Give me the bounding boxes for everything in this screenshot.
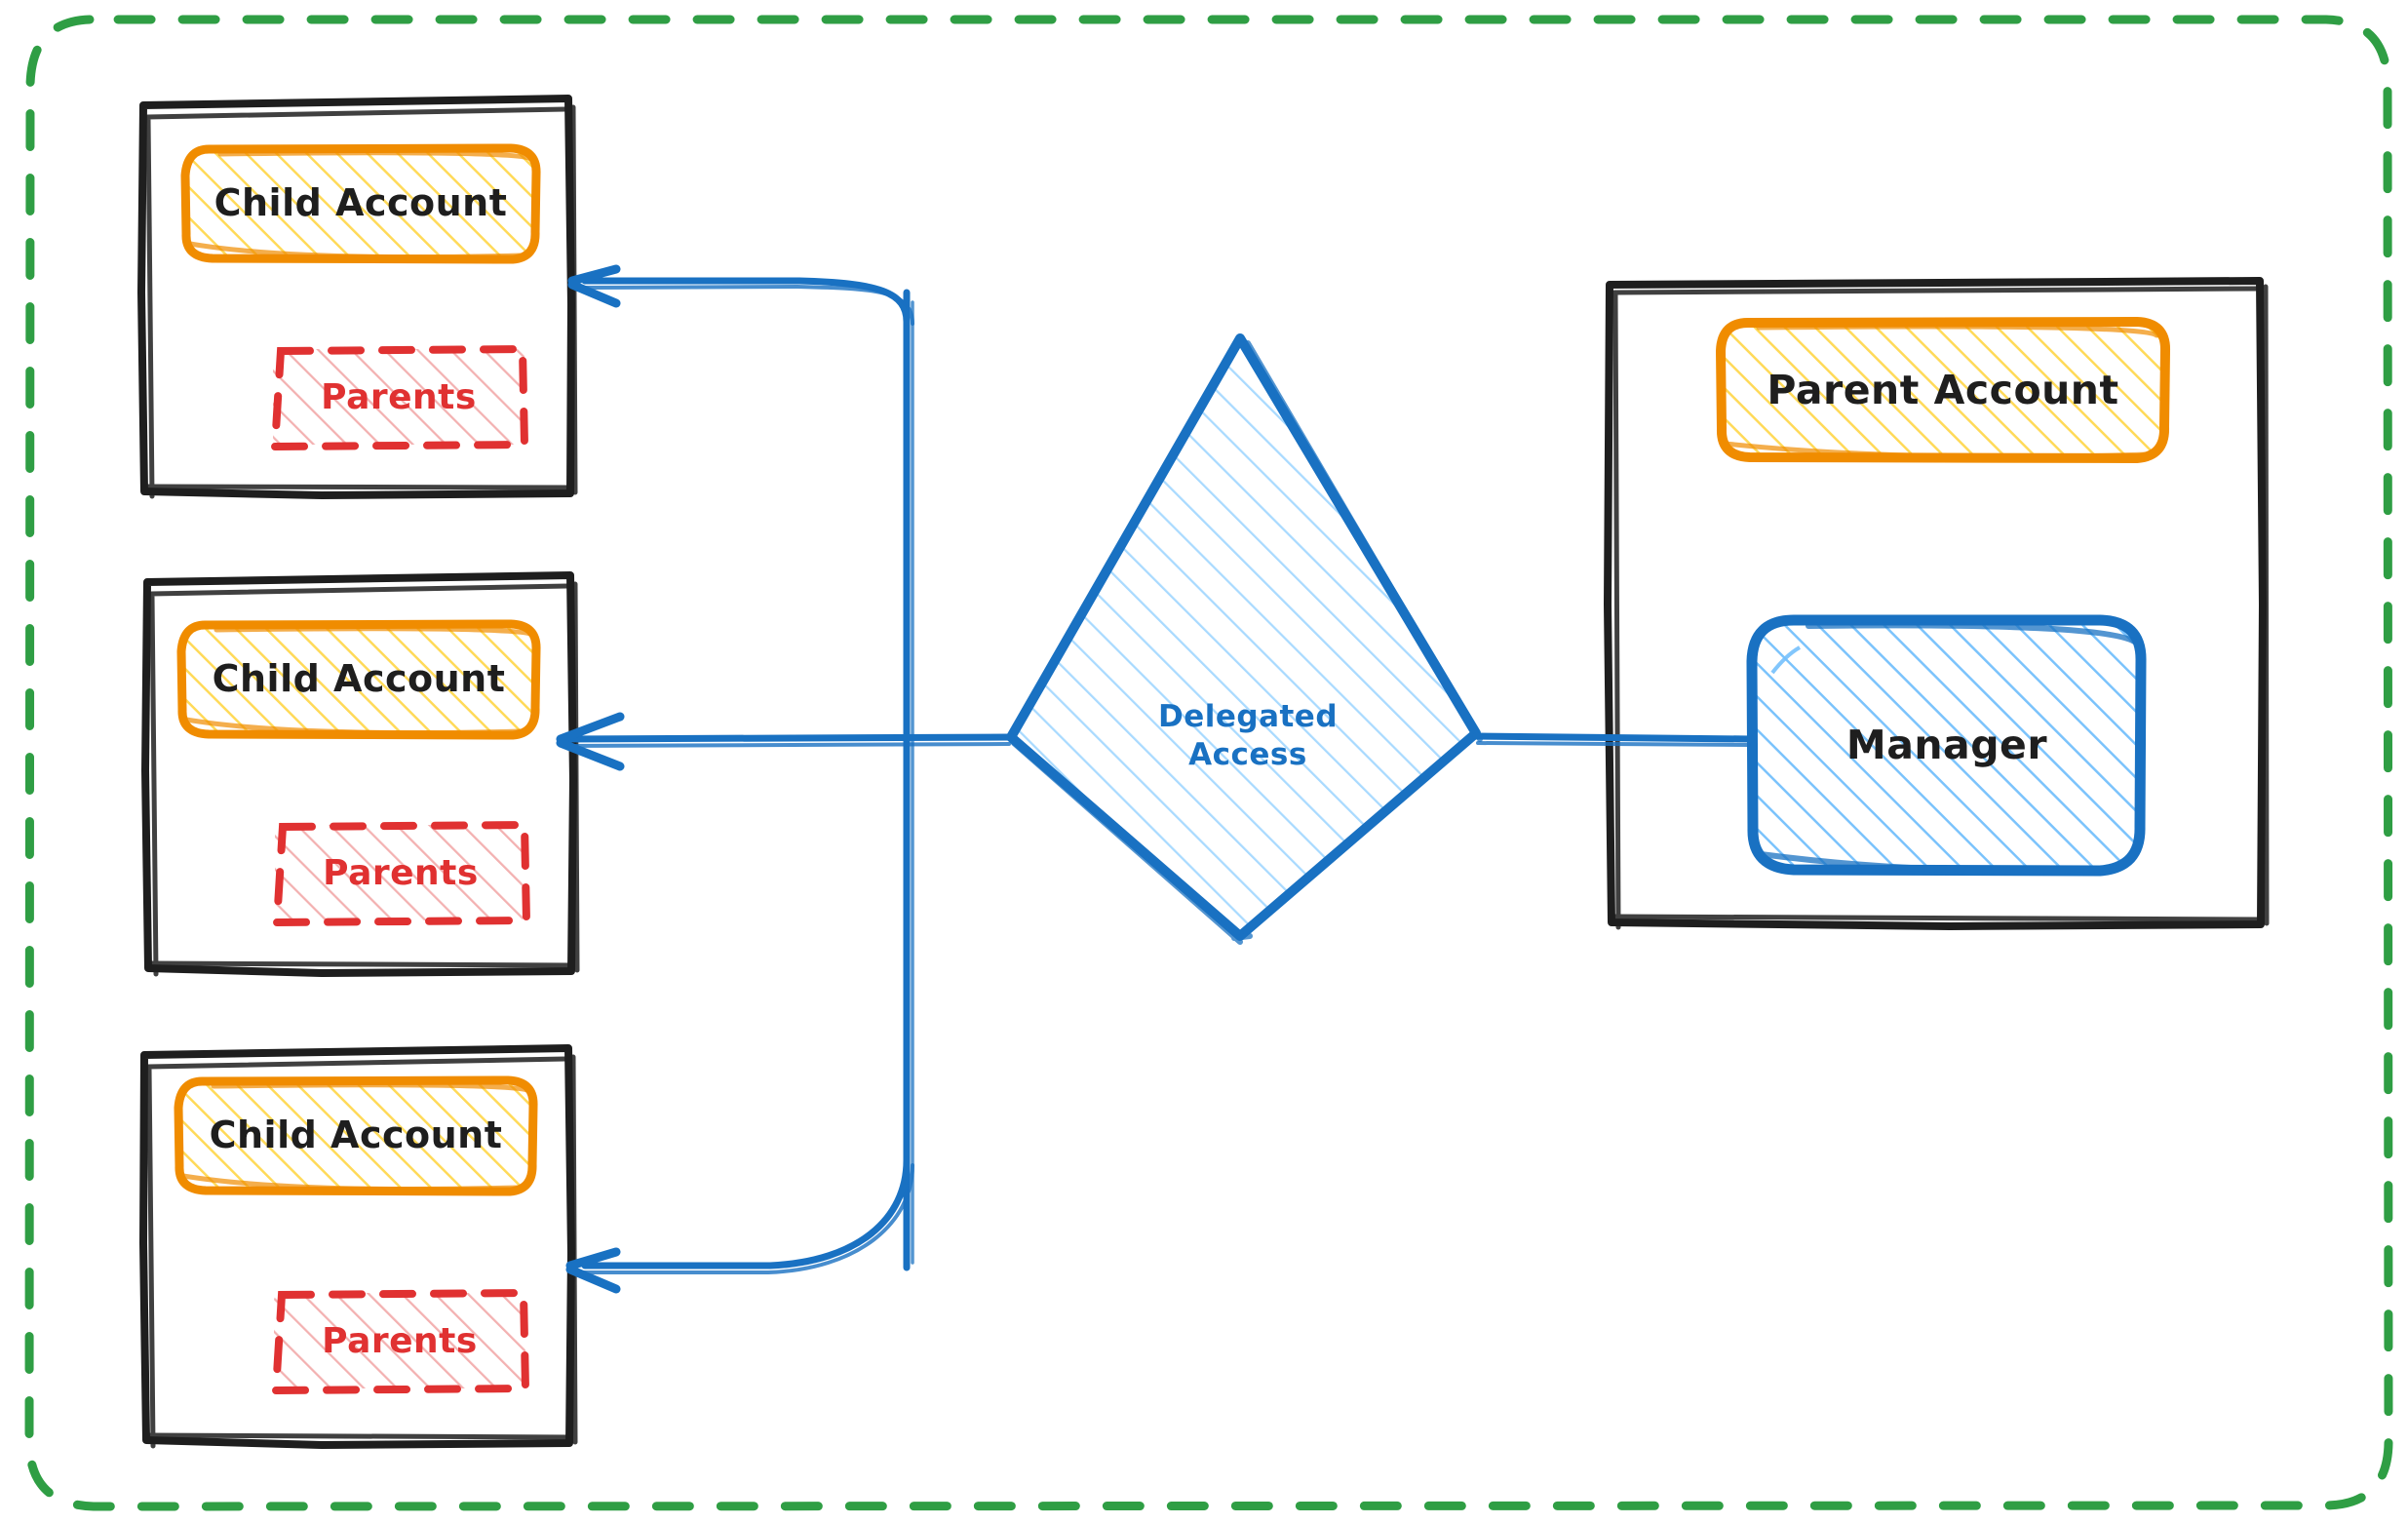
child-container-3[interactable] xyxy=(139,1044,578,1449)
child-container-1[interactable] xyxy=(137,95,578,499)
parents-node-2[interactable] xyxy=(272,820,531,927)
edge-trunk xyxy=(903,289,914,1271)
parents-node-3[interactable] xyxy=(271,1288,530,1395)
parent-container[interactable] xyxy=(1604,277,2270,930)
edge-delegated-to-child-1 xyxy=(567,264,914,326)
child-account-node-2[interactable] xyxy=(176,619,541,740)
edge-delegated-to-child-3 xyxy=(565,1156,914,1294)
edge-manager-to-delegated xyxy=(1472,732,1755,747)
parents-node-1[interactable] xyxy=(270,344,529,451)
manager-node[interactable] xyxy=(1746,614,2147,877)
parent-account-node[interactable] xyxy=(1715,316,2170,464)
child-account-node-3[interactable] xyxy=(174,1075,538,1196)
outer-boundary xyxy=(24,15,2393,1511)
child-account-node-1[interactable] xyxy=(180,143,541,264)
edge-delegated-to-child-2 xyxy=(556,712,1015,771)
delegated-access-node[interactable] xyxy=(1006,333,1483,945)
child-container-2[interactable] xyxy=(141,571,580,977)
